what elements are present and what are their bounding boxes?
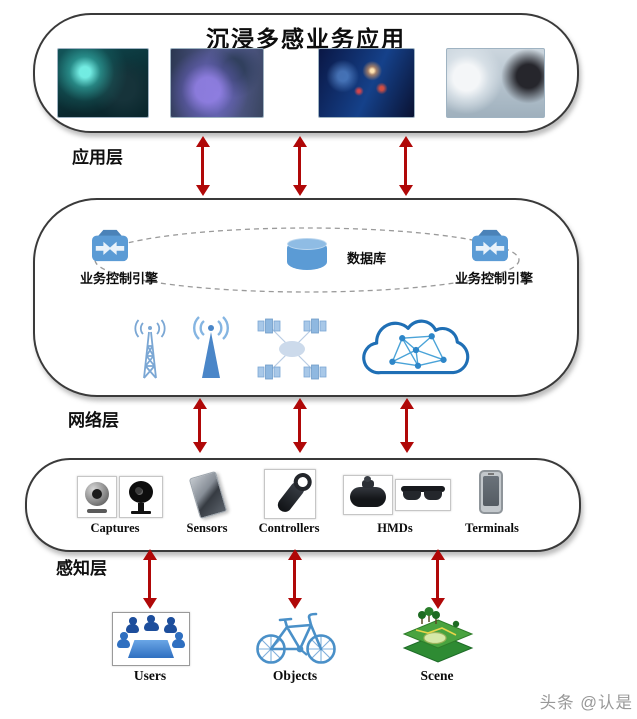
- application-layer-box: 沉浸多感业务应用: [33, 13, 579, 133]
- scene-label: Scene: [420, 668, 454, 683]
- dashed-ellipse-link: [94, 227, 520, 293]
- antenna-icon: [193, 316, 229, 378]
- smart-glasses-icon: [395, 479, 451, 511]
- double-arrow: [430, 549, 445, 609]
- control-engine-right-label: 业务控制引擎: [454, 271, 533, 286]
- hologram-interaction-photo: [57, 48, 149, 118]
- terrain-layers-icon: [402, 607, 474, 663]
- robot-facing-human-photo: [446, 48, 545, 118]
- network-layer-label: 网络层: [68, 411, 119, 430]
- captures-label: Captures: [90, 521, 140, 535]
- digital-light-network-photo: [318, 48, 415, 118]
- objects-label: Objects: [272, 668, 318, 683]
- cell-tower-icon: [134, 319, 166, 379]
- double-arrow: [195, 136, 210, 196]
- network-cloud-icon: [362, 319, 470, 375]
- double-arrow: [192, 398, 207, 453]
- sensors-label: Sensors: [186, 521, 228, 535]
- satellite-network-icon: [257, 318, 327, 380]
- control-engine-icon: [472, 229, 508, 262]
- sensor-chip-icon: [188, 470, 228, 520]
- double-arrow: [399, 398, 414, 453]
- application-layer-label: 应用层: [72, 148, 123, 167]
- terminals-label: Terminals: [465, 521, 519, 535]
- control-engine-left-label: 业务控制引擎: [79, 271, 158, 286]
- bicycle-icon: [256, 612, 336, 664]
- vr-controller-icon: [264, 469, 316, 519]
- hmds-label: HMDs: [377, 521, 413, 535]
- users-label: Users: [133, 668, 167, 683]
- double-arrow: [287, 549, 302, 609]
- box-camera-icon: [119, 476, 163, 518]
- meeting-users-icon: [112, 612, 190, 666]
- perception-layer-box: Captures Sensors Controllers HMDs Termin…: [25, 458, 581, 552]
- double-arrow: [398, 136, 413, 196]
- smartphone-icon: [479, 470, 503, 514]
- vr-headset-icon: [343, 475, 393, 515]
- network-layer-box: 业务控制引擎 数据库 业务控制引擎: [33, 198, 579, 397]
- control-engine-icon: [92, 229, 128, 262]
- database-icon: [287, 238, 327, 270]
- industrial-ar-photo: [170, 48, 264, 118]
- watermark: 头条 @认是: [539, 694, 633, 712]
- perception-layer-label: 感知层: [56, 559, 107, 578]
- double-arrow: [292, 398, 307, 453]
- database-label: 数据库: [347, 251, 387, 266]
- double-arrow: [292, 136, 307, 196]
- controllers-label: Controllers: [258, 521, 320, 535]
- dome-camera-icon: [77, 476, 117, 518]
- diagram-title: 沉浸多感业务应用: [206, 26, 406, 52]
- double-arrow: [142, 549, 157, 609]
